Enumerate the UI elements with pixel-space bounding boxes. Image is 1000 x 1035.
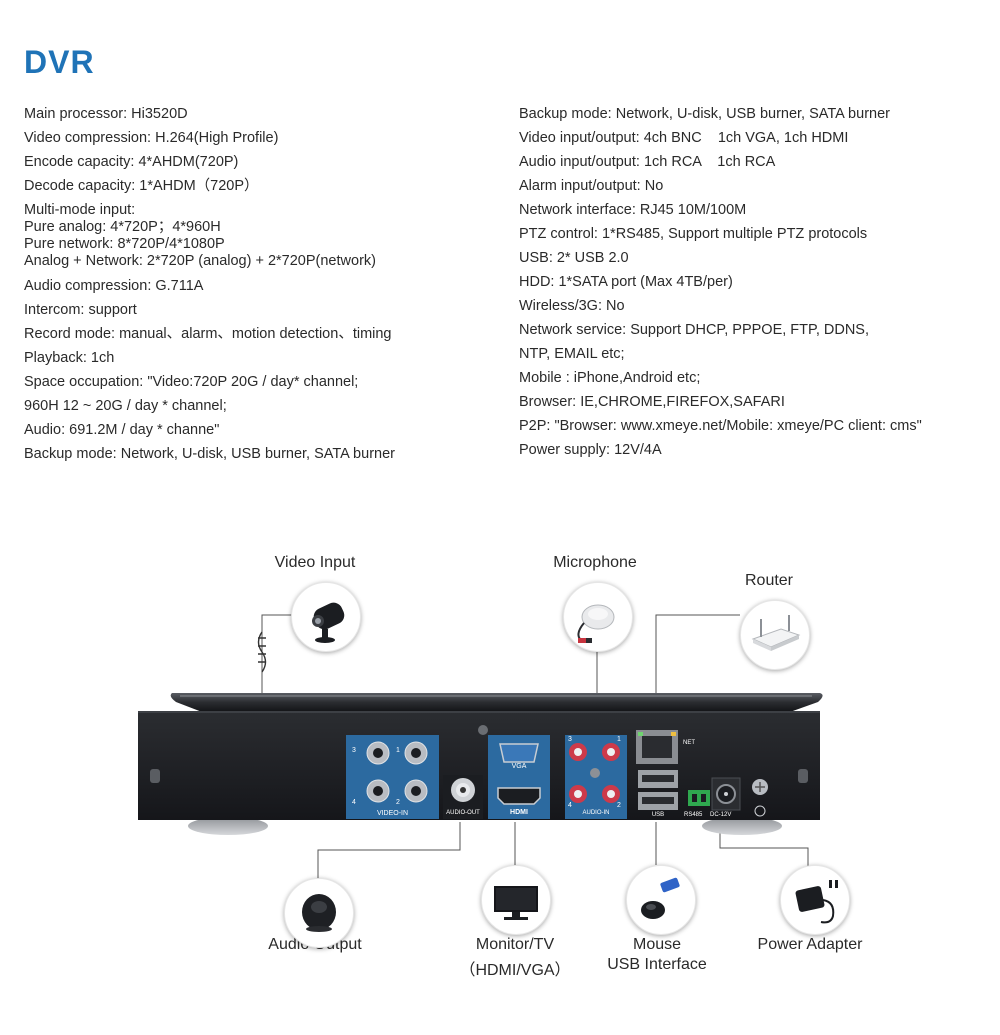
spec-item: NTP, EMAIL etc; [519, 346, 625, 362]
spec-item: Playback: 1ch [24, 350, 115, 366]
hdmi-label: HDMI [510, 809, 528, 816]
ain-number-3: 3 [568, 736, 572, 743]
spec-item: Space occupation: "Video:720P 20G / day*… [24, 374, 359, 390]
monitor-icon [481, 865, 551, 935]
spec-item: USB: 2* USB 2.0 [519, 250, 629, 266]
spec-item: Browser: IE,CHROME,FIREFOX,SAFARI [519, 394, 785, 410]
spec-item: Power supply: 12V/4A [519, 442, 662, 458]
microphone-icon [563, 582, 633, 652]
spec-item: Network interface: RJ45 10M/100M [519, 202, 747, 218]
spec-item: Backup mode: Network, U-disk, USB burner… [519, 106, 890, 122]
spec-item: Encode capacity: 4*AHDM(720P) [24, 154, 239, 170]
spec-list-right: Backup mode: Network, U-disk, USB burner… [519, 106, 989, 466]
video-in-label: VIDEO-IN [376, 810, 409, 817]
label-microphone: Microphone [553, 554, 637, 571]
spec-item: Video compression: H.264(High Profile) [24, 130, 279, 146]
multimode-line: Analog + Network: 2*720P (analog) + 2*72… [24, 253, 376, 269]
ain-number-4: 4 [568, 802, 572, 809]
spec-item: Network service: Support DHCP, PPPOE, FT… [519, 322, 869, 338]
spec-item: Audio compression: G.711A [24, 278, 204, 294]
camera-icon [291, 582, 361, 652]
spec-item: Decode capacity: 1*AHDM（720P） [24, 178, 259, 194]
spec-item: Intercom: support [24, 302, 137, 318]
multimode-line: Pure network: 8*720P/4*1080P [24, 236, 225, 252]
ain-number-1: 1 [617, 736, 621, 743]
spec-item: Backup mode: Network, U-disk, USB burner… [24, 446, 395, 462]
spec-item: Record mode: manual、alarm、motion detecti… [24, 326, 392, 342]
spec-item: Alarm input/output: No [519, 178, 664, 194]
spec-item: P2P: "Browser: www.xmeye.net/Mobile: xme… [519, 418, 922, 434]
mouse-icon [626, 865, 696, 935]
spec-item: 960H 12 ~ 20G / day * channel; [24, 398, 227, 414]
spec-item: Video input/output: 4ch BNC 1ch VGA, 1ch… [519, 130, 849, 146]
label-mouse-line2: USB Interface [607, 956, 707, 973]
net-label: NET [683, 740, 695, 746]
dc-label: DC-12V [710, 812, 732, 818]
audio-out-label: AUDIO-OUT [446, 810, 480, 816]
page-title: DVR [24, 44, 95, 80]
audio-in-label: AUDIO-IN [582, 810, 610, 816]
bnc-number-2: 2 [396, 799, 400, 806]
spec-list-left: Main processor: Hi3520D Video compressio… [24, 106, 494, 470]
label-monitor-line2: （HDMI/VGA） [459, 962, 571, 979]
bnc-number-1: 1 [396, 747, 400, 754]
connection-diagram: 3 1 4 2 VIDEO-IN AUDIO-OUT VGA HDMI 3 1 … [0, 520, 1000, 1035]
multimode-line: Pure analog: 4*720P；4*960H [24, 219, 221, 235]
spec-item: PTZ control: 1*RS485, Support multiple P… [519, 226, 868, 242]
spec-item: Wireless/3G: No [519, 298, 625, 314]
multimode-line: Multi-mode input: [24, 202, 136, 218]
vga-label: VGA [511, 763, 527, 770]
spec-item: Mobile : iPhone,Android etc; [519, 370, 701, 386]
dvr-device-illustration [138, 614, 823, 888]
label-mouse-line1: Mouse [632, 936, 682, 953]
spec-item: Audio: 691.2M / day * channe" [24, 422, 220, 438]
bnc-number-4: 4 [352, 799, 356, 806]
label-router: Router [744, 572, 794, 589]
rs485-label: RS485 [684, 812, 703, 818]
multimode-block: Multi-mode input: Pure analog: 4*720P；4*… [24, 202, 494, 270]
label-power-adapter: Power Adapter [757, 936, 863, 953]
label-monitor-line1: Monitor/TV [475, 936, 555, 953]
label-video-input: Video Input [274, 554, 356, 571]
bnc-number-3: 3 [352, 747, 356, 754]
spec-item: HDD: 1*SATA port (Max 4TB/per) [519, 274, 733, 290]
usb-label: USB [651, 812, 665, 818]
speaker-icon [284, 878, 354, 948]
spec-item: Audio input/output: 1ch RCA 1ch RCA [519, 154, 776, 170]
router-icon [740, 600, 810, 670]
power-adapter-icon [780, 865, 850, 935]
spec-item: Main processor: Hi3520D [24, 106, 188, 122]
ain-number-2: 2 [617, 802, 621, 809]
